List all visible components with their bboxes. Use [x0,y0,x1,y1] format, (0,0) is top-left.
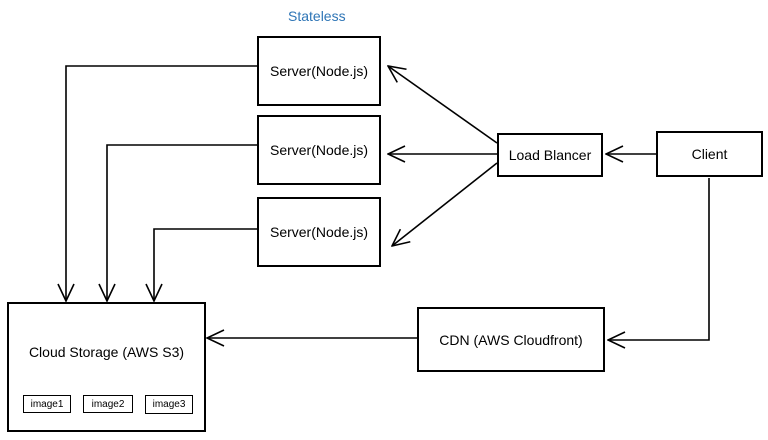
image-box-3: image3 [145,395,193,414]
client-box: Client [656,131,763,177]
arrow-server-1-to-storage [66,65,257,301]
arrow-lb-to-server-1 [388,66,498,144]
cdn-box: CDN (AWS Cloudfront) [417,307,605,372]
server-box-1: Server(Node.js) [257,36,381,106]
arrow-client-to-cdn [608,178,710,340]
client-label: Client [691,146,728,162]
cdn-label: CDN (AWS Cloudfront) [439,331,583,348]
server-box-3: Server(Node.js) [257,197,381,267]
server-box-2: Server(Node.js) [257,115,381,185]
server-label: Server(Node.js) [269,142,369,158]
server-label: Server(Node.js) [269,224,369,240]
image-box-2: image2 [83,395,133,413]
arrow-lb-to-server-3 [392,162,498,246]
stateless-label: Stateless [288,8,346,24]
cloud-storage-label: Cloud Storage (AWS S3) [28,344,185,360]
server-label: Server(Node.js) [269,63,369,79]
arrow-server-3-to-storage [154,228,257,301]
load-balancer-box: Load Blancer [497,133,603,177]
cloud-storage-box: Cloud Storage (AWS S3) image1 image2 ima… [7,302,206,432]
load-balancer-label: Load Blancer [508,147,592,163]
image-box-1: image1 [23,395,71,413]
arrow-server-2-to-storage [107,144,257,301]
